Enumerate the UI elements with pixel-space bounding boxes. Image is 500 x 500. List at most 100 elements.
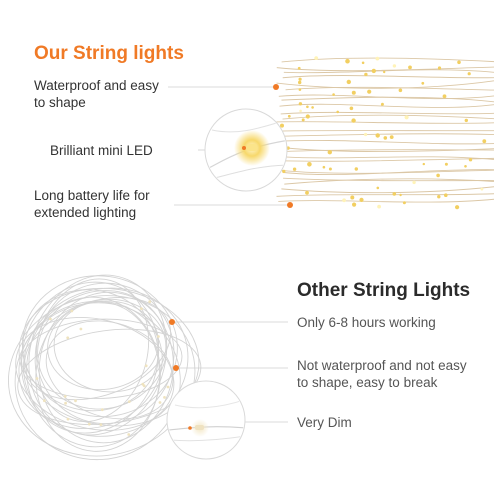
led-bulb-dim: [87, 422, 91, 426]
other-feature-hours-line1: Only 6-8 hours working: [297, 315, 436, 330]
wire-loop: [20, 281, 160, 434]
led-bulb: [375, 133, 380, 138]
our-lights-bundle: [276, 56, 495, 210]
connector-dot-fragile: [173, 365, 179, 371]
led-bulb: [305, 190, 309, 195]
led-bulb: [444, 162, 448, 166]
led-bulb: [399, 193, 402, 197]
led-bulb: [468, 158, 473, 162]
led-bulb: [408, 65, 412, 70]
connector-dot-waterproof: [273, 84, 279, 90]
feature-battery-line2: extended lighting: [34, 205, 137, 220]
led-bulb: [299, 109, 302, 113]
led-bulb: [336, 110, 340, 114]
led-bulb: [422, 162, 425, 166]
feature-waterproof-line1: Waterproof and easy: [34, 78, 159, 93]
led-bulb: [305, 114, 310, 119]
led-bulb-dim: [127, 400, 131, 403]
led-bulb-dim: [49, 317, 52, 321]
led-bulb: [377, 204, 381, 209]
wire-strand: [276, 80, 495, 89]
led-bulb: [444, 193, 448, 197]
led-bulb: [328, 167, 332, 171]
wire-strand: [276, 149, 495, 153]
feature-waterproof: Waterproof and easy to shape: [34, 77, 159, 111]
wire-strand: [281, 57, 495, 63]
led-bulb: [376, 186, 380, 190]
led-bulb: [282, 169, 286, 174]
led-bulb: [350, 195, 355, 200]
wire-strand: [284, 178, 495, 185]
led-bulb: [342, 198, 346, 203]
led-bulb-dim: [127, 433, 131, 436]
led-bulb-dim: [140, 307, 143, 311]
led-bulb: [351, 118, 356, 123]
led-bulb: [361, 61, 365, 65]
led-bulb: [437, 195, 441, 199]
connector-dot-battery: [287, 202, 293, 208]
led-bulb: [404, 115, 409, 120]
led-bulb: [327, 150, 332, 155]
led-bulb: [467, 72, 471, 76]
led-bulb: [442, 94, 447, 99]
led-bulb: [298, 88, 302, 91]
other-feature-hours: Only 6-8 hours working: [297, 314, 436, 331]
led-bulb: [297, 66, 301, 70]
led-bulb: [383, 136, 388, 140]
led-bulb-dim: [79, 327, 83, 331]
led-bulb: [314, 56, 319, 60]
led-bulb-dim: [99, 423, 103, 426]
wire-loop: [15, 316, 175, 431]
wire-strand: [281, 186, 495, 194]
led-bulb: [392, 64, 397, 68]
led-bulb-dim: [74, 399, 77, 403]
led-bulb: [464, 165, 467, 168]
other-lights-title: Other String Lights: [297, 280, 471, 301]
led-bulb: [482, 139, 487, 144]
led-bulb: [332, 93, 335, 96]
wire-loop: [22, 289, 159, 412]
led-bulb-dim: [157, 335, 160, 338]
magnifier-dim-led: [166, 380, 246, 460]
wire-loop: [53, 298, 167, 393]
led-bulb: [354, 167, 358, 171]
our-lights-title: Our String lights: [34, 43, 184, 64]
wire-loop: [18, 287, 200, 427]
wire-loop: [38, 291, 174, 444]
led-bulb: [402, 201, 406, 205]
led-bulb-dim: [64, 401, 67, 405]
other-feature-dim-line1: Very Dim: [297, 415, 352, 430]
wire-strand: [279, 157, 495, 162]
led-bulb: [359, 197, 364, 202]
wire-strand: [280, 111, 495, 115]
other-feature-fragile-line2: to shape, easy to break: [297, 375, 438, 390]
feature-battery: Long battery life for extended lighting: [34, 187, 150, 221]
led-bulb: [298, 102, 303, 106]
led-bulb-dim: [158, 401, 162, 404]
other-feature-fragile-line1: Not waterproof and not easy: [297, 358, 467, 373]
feature-mini-led: Brilliant mini LED: [50, 142, 153, 159]
wire-loop: [23, 287, 189, 437]
led-bulb: [371, 68, 376, 74]
led-bulb-dim: [163, 396, 166, 399]
wire-strand: [279, 103, 495, 108]
led-bulb: [364, 72, 368, 77]
other-feature-dim: Very Dim: [297, 414, 352, 431]
wire-strand: [283, 69, 495, 74]
wire-strand: [282, 156, 495, 160]
wire-loop: [35, 282, 175, 425]
led-bulb: [367, 89, 372, 94]
magnifier-bright-led: [204, 108, 288, 192]
led-bulb-dim: [35, 377, 39, 380]
led-bulb: [392, 192, 397, 196]
wire-strand: [278, 94, 495, 100]
led-bulb: [349, 106, 354, 111]
led-bulb: [287, 114, 291, 118]
led-bulb: [306, 105, 309, 109]
led-bulb: [389, 135, 394, 140]
led-bulb: [346, 79, 351, 85]
led-bulb: [457, 60, 461, 65]
led-bulb: [464, 118, 468, 123]
led-bulb-dim: [66, 417, 70, 421]
